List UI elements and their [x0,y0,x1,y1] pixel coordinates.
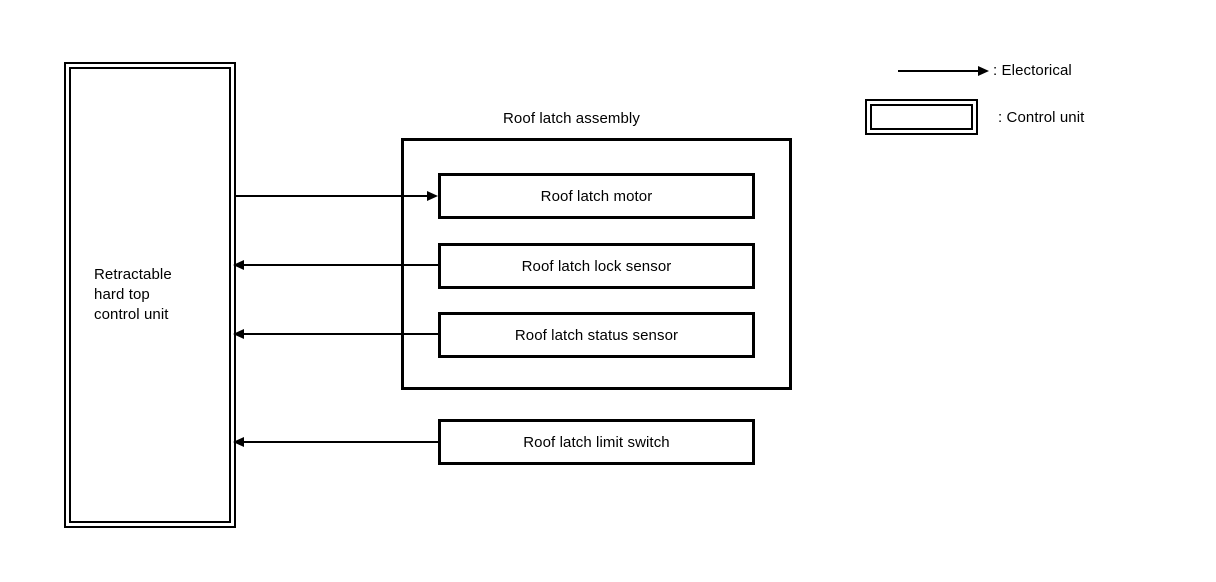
connector-line-limit-switch [236,441,438,443]
roof-latch-limit-switch-label: Roof latch limit switch [523,433,670,451]
control-unit-inner-frame [69,67,231,523]
roof-latch-limit-switch-box[interactable]: Roof latch limit switch [438,419,755,465]
arrowhead-to-control-unit-status-icon [233,329,244,339]
roof-latch-status-sensor-label: Roof latch status sensor [514,326,679,344]
legend-swatch-inner-frame [870,104,973,130]
roof-latch-motor-box[interactable]: Roof latch motor [438,173,755,219]
roof-latch-status-sensor-box[interactable]: Roof latch status sensor [438,312,755,358]
legend-arrow-right-icon [898,65,993,77]
arrowhead-to-control-unit-lock-icon [233,260,244,270]
arrowhead-to-control-unit-limit-icon [233,437,244,447]
connector-line-lock-sensor [236,264,438,266]
arrowhead-to-motor-icon [427,191,438,201]
roof-latch-motor-label: Roof latch motor [540,187,653,205]
legend-electrical-label: : Electorical [993,62,1072,79]
roof-latch-lock-sensor-label: Roof latch lock sensor [521,257,672,275]
legend-item-electrical: : Electorical [898,62,1072,79]
roof-latch-lock-sensor-box[interactable]: Roof latch lock sensor [438,243,755,289]
legend-control-unit-label: : Control unit [998,108,1085,126]
roof-latch-assembly-container [401,138,792,390]
assembly-title: Roof latch assembly [503,110,640,127]
control-unit-label: Retractable hard top control unit [94,266,172,323]
legend-item-control-unit: : Control unit [865,99,1084,135]
connector-line-status-sensor [236,333,438,335]
legend-control-unit-swatch-icon [865,99,978,135]
control-unit-box[interactable]: Retractable hard top control unit [64,62,236,528]
connector-line-motor [236,195,430,197]
